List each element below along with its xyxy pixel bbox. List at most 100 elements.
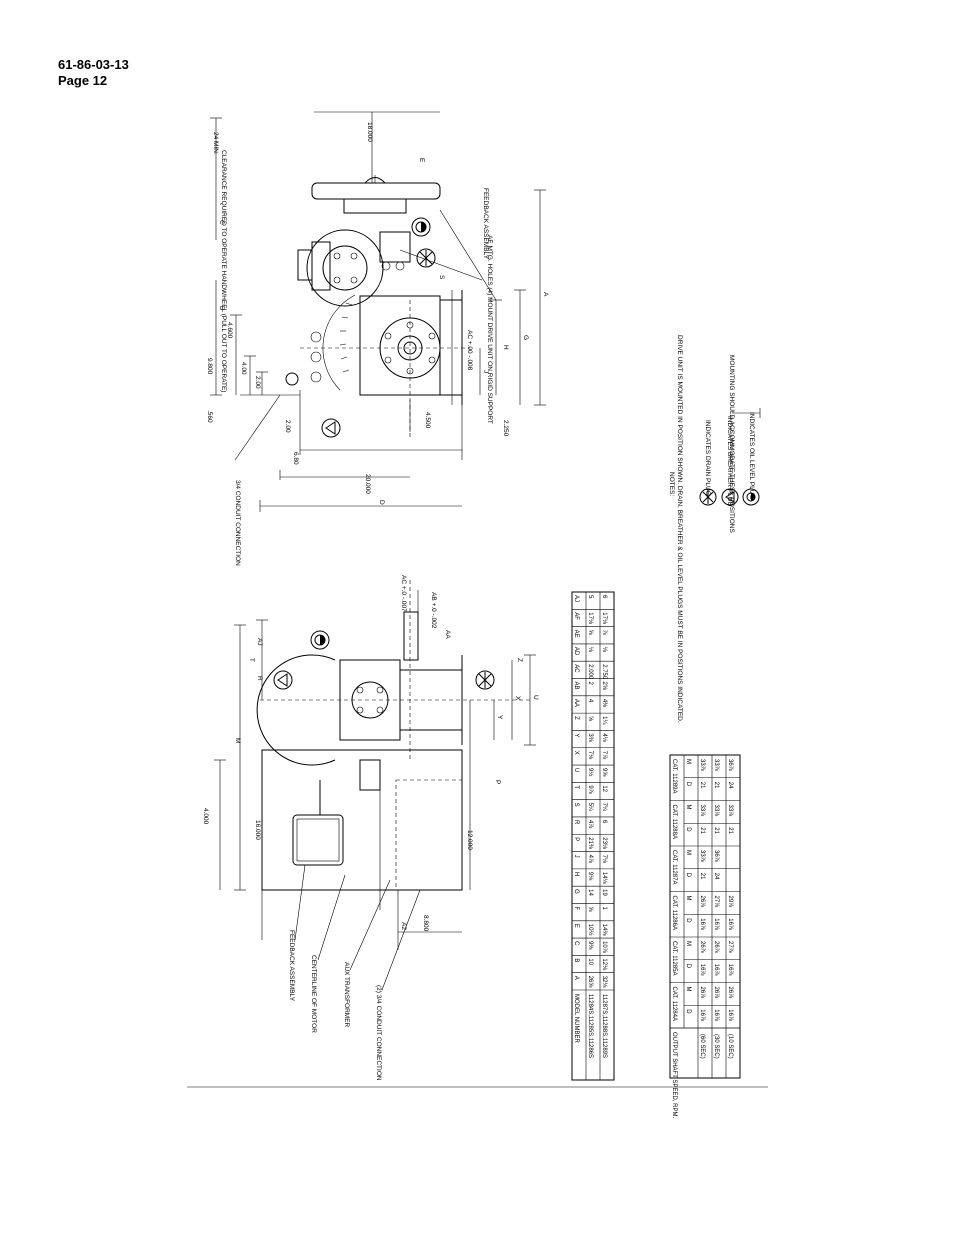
speed-table-cell: 27⅞	[713, 896, 719, 909]
table-cell: 9⅛	[587, 872, 593, 881]
speed-table-category: CAT. 11286A	[671, 896, 677, 930]
table-header-cell: R	[573, 820, 579, 825]
drain-plug-icon	[475, 670, 495, 690]
speed-table-cell: 21	[727, 827, 733, 834]
dim-letter-h: H	[502, 345, 509, 350]
speed-table-cell: 24	[727, 782, 733, 789]
table-header-cell: AF	[573, 612, 579, 620]
speed-table-cell: 36⅞	[713, 850, 719, 863]
speed-table-category: CAT. 11284A	[671, 987, 677, 1021]
dim-letter-j: J	[482, 370, 489, 373]
speed-table-cell: 26⅞	[699, 987, 705, 1000]
dim-2250: 2.250	[502, 420, 509, 437]
table-cell: 21⅜	[587, 837, 593, 850]
table-cell: 1	[601, 906, 607, 910]
speed-table-category: CAT. 11289A	[671, 759, 677, 793]
handwheel-shaft	[343, 198, 407, 214]
table-cell: 14	[587, 889, 593, 896]
speed-table-subheader: D	[685, 918, 691, 923]
oil-level-icon	[411, 217, 431, 237]
dim-8800: 8.800	[422, 915, 429, 932]
speed-table-subheader: D	[685, 1009, 691, 1014]
speed-table-cell: 26⅞	[699, 896, 705, 909]
table-cell: 2.000	[587, 664, 593, 680]
handwheel	[311, 182, 441, 200]
table-header-cell: T	[573, 785, 579, 789]
speed-table-cell: 21	[699, 827, 705, 834]
oil-level-icon	[742, 488, 760, 506]
table-cell: 19	[601, 889, 607, 896]
speed-table-cell: 21	[713, 782, 719, 789]
speed-table-subheader: M	[685, 805, 691, 810]
feedback-label: FEEDBACK ASSEMBLY	[482, 188, 489, 260]
conduit-label: (2) 3/4 CONDUIT CONNECTION	[375, 985, 382, 1081]
speed-table-subheader: D	[685, 827, 691, 832]
drive-body	[359, 295, 441, 396]
table-cell: 11284S,11285S,11286S	[587, 994, 593, 1058]
notes-title: NOTES:	[668, 472, 675, 496]
table-header-cell: Z	[573, 716, 579, 720]
speed-table-cell: 36⅞	[727, 759, 733, 772]
speed-table-cell: 33⅞	[713, 759, 719, 772]
dim-680: 6.80	[292, 452, 299, 465]
speed-table-subheader: M	[685, 987, 691, 992]
dim-200: 2.00	[254, 376, 261, 389]
table-header-cell: AE	[573, 630, 579, 638]
speed-table: OUTPUT SHAFT SPEED, RPM.CAT. 11284ACAT. …	[669, 754, 741, 1118]
output-flange	[379, 317, 441, 379]
speed-table-cell: 26⅞	[713, 987, 719, 1000]
dim-letter-d: D	[378, 500, 385, 505]
speed-table-cell: 33⅞	[699, 805, 705, 818]
breather-plug-label: INDICATES BREATHER PLUG	[726, 416, 733, 506]
table-cell: 12	[601, 785, 607, 792]
dim-letter-x: X	[514, 696, 521, 701]
gear-housing	[306, 229, 384, 307]
speed-table-subheader: D	[685, 873, 691, 878]
table-cell: 12⅛	[601, 958, 607, 971]
output-shaft	[403, 611, 419, 661]
table-header-cell: F	[573, 906, 579, 910]
speed-table-row-label: (30 SEC)	[713, 1034, 719, 1059]
ac-tolerance: AC +.0 -.007	[400, 575, 407, 612]
dim-letter-b: B	[218, 306, 225, 310]
speed-table-cell: 33⅞	[727, 805, 733, 818]
speed-table-cell: 16⅞	[699, 918, 705, 931]
motor-outline	[261, 749, 463, 891]
mounting-note: MOUNTING SHOULD ACCOMMODATE THESE POSITI…	[728, 355, 735, 533]
dim-16000: 16.000	[254, 820, 261, 840]
table-cell: 9⅝	[601, 768, 607, 777]
dim-letter-a2: A2	[400, 922, 407, 930]
dim-letter-m: M	[234, 738, 241, 743]
min-24-label: 24 MIN.	[212, 132, 219, 155]
table-cell: 11287S,11288S,11289S	[601, 994, 607, 1058]
ac-tolerance: AC +.00 -.008	[466, 330, 473, 371]
table-cell: 9⅞	[587, 785, 593, 794]
table-cell: 2⅝	[601, 682, 607, 691]
table-cell: ⅛	[587, 647, 593, 653]
top-view: FEEDBACK ASSEMBLY CENTERLINE OF MOTOR AU…	[202, 575, 539, 1081]
table-cell: 4	[587, 699, 593, 703]
table-cell: ⅛	[601, 647, 607, 653]
dim-letter-e: E	[418, 158, 425, 163]
table-header-cell: G	[573, 889, 579, 894]
drain-plug-label: INDICATES DRAIN PLUG	[704, 420, 711, 496]
dimension-table: MODEL NUMBERABCEFGHJPRSTUXYZAAABACADAEAF…	[571, 591, 615, 1081]
notes-text: DRIVE UNIT IS MOUNTED IN POSITION SHOWN.…	[676, 335, 683, 723]
document-number: 61-86-03-13	[58, 57, 129, 72]
mtg-holes-label: AE MTG. HOLES (4) MOUNT DRIVE UNIT ON RI…	[486, 235, 493, 424]
dim-200b: 2.00	[284, 420, 291, 433]
table-header-cell: AC	[573, 664, 579, 673]
position-scale	[322, 294, 356, 391]
table-cell: 2.750	[601, 664, 607, 680]
speed-table-cell: 26⅞	[727, 987, 733, 1000]
dim-letter-p: P	[494, 780, 501, 784]
table-cell: 9½	[587, 768, 594, 776]
motor-centerline-label: CENTERLINE OF MOTOR	[310, 955, 317, 1033]
table-cell: 7⅛	[601, 855, 607, 864]
speed-table-cell: 16⅞	[713, 1009, 719, 1022]
speed-table-cell: 27⅞	[727, 941, 733, 954]
table-cell: 4⅜	[601, 699, 607, 708]
table-cell: 32⅛	[601, 976, 607, 989]
speed-table-cell: 29⅞	[727, 896, 733, 909]
feedback-assembly	[292, 814, 344, 866]
